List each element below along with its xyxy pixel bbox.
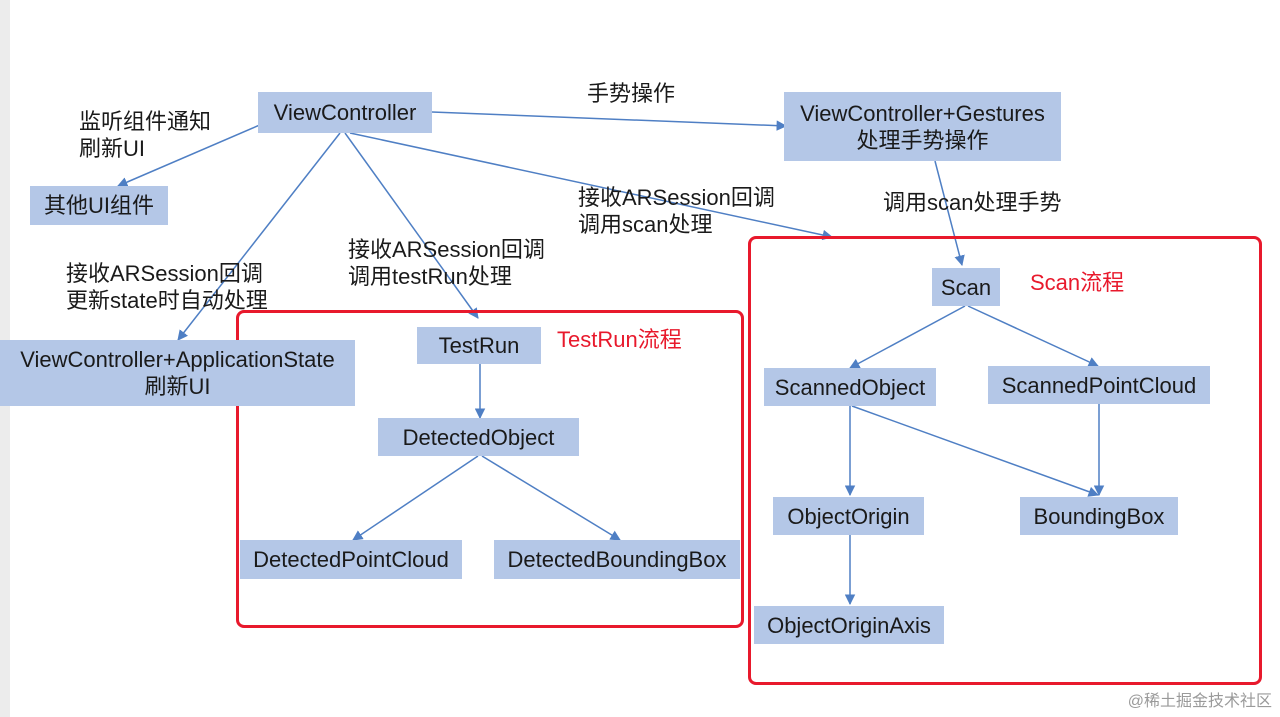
node-other-ui: 其他UI组件	[30, 186, 168, 225]
label-gesture-op: 手势操作	[587, 81, 676, 106]
edge-scan-to-scanned-object	[849, 305, 966, 369]
scan-flow-frame	[748, 236, 1262, 685]
edge-scanned-object-to-bounding-box	[851, 405, 1099, 497]
node-gestures: ViewController+Gestures 处理手势操作	[784, 92, 1061, 161]
label-recv-scan: 接收ARSession回调 调用scan处理	[578, 185, 775, 237]
label-listen-notify: 监听组件通知 刷新UI	[79, 109, 212, 161]
node-detected-object: DetectedObject	[378, 418, 579, 456]
testrun-flow-title: TestRun流程	[557, 327, 682, 352]
edge-detected-object-to-point-cloud	[352, 455, 479, 541]
scan-flow-title: Scan流程	[1030, 270, 1125, 295]
label-call-scan-gesture: 调用scan处理手势	[883, 190, 1062, 215]
label-recv-testrun: 接收ARSession回调 调用testRun处理	[348, 237, 545, 289]
node-testrun: TestRun	[417, 327, 541, 364]
edge-vc-to-scan	[349, 132, 834, 241]
node-scanned-point-cloud: ScannedPointCloud	[988, 366, 1210, 404]
node-view-controller: ViewController	[258, 92, 432, 133]
edge-detected-object-to-bounding-box	[481, 455, 621, 541]
node-app-state: ViewController+ApplicationState 刷新UI	[0, 340, 355, 406]
node-object-origin: ObjectOrigin	[773, 497, 924, 535]
watermark: @稀土掘金技术社区	[1127, 693, 1272, 710]
node-scan: Scan	[932, 268, 1000, 306]
edge-vc-to-gestures	[431, 111, 788, 131]
testrun-flow-frame	[236, 310, 744, 628]
edge-vc-to-other-ui	[117, 123, 263, 188]
label-recv-state: 接收ARSession回调 更新state时自动处理	[66, 261, 268, 313]
node-detected-point-cloud: DetectedPointCloud	[240, 540, 462, 579]
edge-scan-to-scanned-point-cloud	[967, 305, 1099, 367]
edge-vc-to-testrun	[344, 132, 479, 319]
node-bounding-box: BoundingBox	[1020, 497, 1178, 535]
node-detected-bounding-box: DetectedBoundingBox	[494, 540, 740, 579]
node-scanned-object: ScannedObject	[764, 368, 936, 406]
edge-gestures-to-scan	[934, 160, 965, 267]
node-object-origin-axis: ObjectOriginAxis	[754, 606, 944, 644]
edge-vc-to-app-state	[177, 132, 341, 341]
